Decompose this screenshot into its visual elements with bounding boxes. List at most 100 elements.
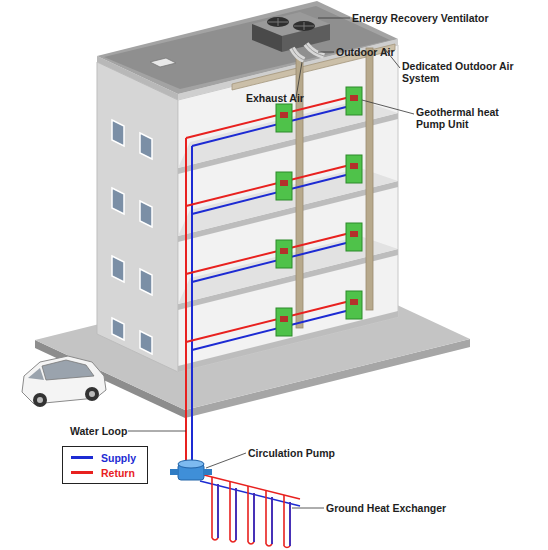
leader-line bbox=[362, 100, 414, 114]
leader-line bbox=[128, 431, 186, 432]
energy-recovery-ventilator bbox=[292, 48, 304, 60]
window bbox=[140, 331, 152, 354]
heat-pump-detail bbox=[280, 248, 288, 254]
window bbox=[112, 256, 124, 282]
heat-pump-detail bbox=[350, 299, 358, 305]
water-loop-pipe bbox=[186, 97, 350, 470]
legend-swatch bbox=[71, 456, 93, 459]
legend-text: Supply bbox=[101, 452, 136, 464]
heat-pump-detail bbox=[280, 316, 288, 322]
energy-recovery-ventilator bbox=[252, 24, 282, 52]
building-wall bbox=[178, 45, 398, 372]
callout-label: Dedicated Outdoor Air System bbox=[402, 60, 517, 84]
water-loop-pipe bbox=[186, 165, 350, 206]
heat-pump-unit bbox=[346, 223, 362, 251]
leader-line bbox=[292, 508, 324, 509]
window bbox=[112, 120, 124, 146]
window bbox=[140, 269, 152, 295]
legend-text: Return bbox=[101, 467, 135, 479]
leader-line bbox=[318, 18, 350, 19]
callout-label: Outdoor Air bbox=[336, 46, 395, 58]
energy-recovery-ventilator bbox=[306, 44, 324, 56]
car bbox=[42, 360, 94, 380]
circulation-pump bbox=[204, 469, 212, 475]
ground-heat-exchanger bbox=[266, 490, 272, 546]
floor-slab bbox=[178, 100, 398, 168]
water-loop-pipe bbox=[192, 174, 350, 214]
floor-slab bbox=[178, 311, 398, 372]
air-duct bbox=[366, 48, 373, 310]
ground-heat-exchanger bbox=[200, 474, 300, 499]
legend-row: Supply bbox=[63, 450, 147, 465]
callout-label: Geothermal heat Pump Unit bbox=[416, 106, 521, 130]
heat-pump-detail bbox=[280, 180, 288, 186]
water-loop-pipe bbox=[192, 106, 350, 146]
building-wall bbox=[178, 45, 398, 372]
car bbox=[89, 391, 95, 397]
water-loop-pipe bbox=[192, 242, 350, 282]
leader-line bbox=[206, 453, 246, 468]
car bbox=[28, 368, 44, 380]
ground-heat-exchanger bbox=[200, 481, 300, 506]
floor-slab bbox=[178, 100, 398, 372]
floor-slab bbox=[178, 168, 398, 236]
ground-heat-exchanger bbox=[217, 484, 219, 538]
ground-heat-exchanger bbox=[212, 477, 218, 540]
heat-pump-unit bbox=[276, 87, 362, 336]
ground-heat-exchanger bbox=[284, 495, 290, 548]
heat-pump-detail bbox=[280, 95, 358, 322]
callout-label: Water Loop bbox=[70, 425, 127, 437]
heat-pump-unit bbox=[346, 155, 362, 183]
energy-recovery-ventilator bbox=[268, 18, 314, 30]
energy-recovery-ventilator bbox=[252, 12, 330, 60]
water-loop-pipe bbox=[191, 146, 193, 470]
air-duct bbox=[232, 44, 395, 328]
callout-label: Energy Recovery Ventilator bbox=[352, 12, 489, 24]
callout-label: Circulation Pump bbox=[248, 447, 335, 459]
legend-row: Return bbox=[63, 465, 147, 480]
ground-heat-exchanger bbox=[230, 481, 236, 542]
ground-heat-exchanger bbox=[253, 493, 255, 542]
heat-pump-unit bbox=[276, 172, 292, 200]
roof bbox=[150, 58, 176, 67]
water-loop-pipe bbox=[192, 310, 350, 350]
heat-pump-detail bbox=[350, 95, 358, 101]
energy-recovery-ventilator bbox=[292, 48, 304, 60]
heat-pump-unit bbox=[346, 291, 362, 319]
water-loop-pipe bbox=[186, 301, 350, 342]
callout-label: Ground Heat Exchanger bbox=[326, 502, 446, 514]
ground-heat-exchanger bbox=[271, 497, 273, 544]
car bbox=[37, 397, 43, 403]
circulation-pump bbox=[170, 460, 212, 480]
heat-pump-detail bbox=[350, 163, 358, 169]
window bbox=[140, 133, 152, 159]
heat-pump-detail bbox=[280, 112, 288, 118]
leader-line bbox=[318, 52, 334, 53]
legend-swatch bbox=[71, 471, 93, 474]
callout-label: Exhaust Air bbox=[246, 92, 304, 104]
window bbox=[112, 120, 152, 354]
ground-heat-exchanger bbox=[200, 474, 300, 548]
floor-slab bbox=[178, 236, 398, 304]
heat-pump-unit bbox=[346, 87, 362, 115]
window bbox=[112, 318, 124, 340]
car bbox=[22, 356, 106, 407]
car bbox=[33, 393, 47, 407]
heat-pump-unit bbox=[276, 104, 292, 132]
car bbox=[85, 387, 99, 401]
building-wall bbox=[97, 45, 398, 372]
legend-box: SupplyReturn bbox=[62, 446, 148, 484]
water-loop-pipe bbox=[185, 138, 187, 470]
energy-recovery-ventilator bbox=[306, 44, 324, 56]
building-wall bbox=[97, 62, 178, 372]
heat-pump-unit bbox=[276, 240, 292, 268]
ground-heat-exchanger bbox=[235, 488, 237, 540]
circulation-pump bbox=[170, 469, 178, 475]
window bbox=[140, 201, 152, 227]
ground-heat-exchanger bbox=[289, 502, 291, 546]
heat-pump-detail bbox=[350, 231, 358, 237]
leader-line bbox=[128, 18, 414, 508]
ground-heat-exchanger bbox=[248, 486, 254, 544]
circulation-pump bbox=[178, 460, 204, 468]
